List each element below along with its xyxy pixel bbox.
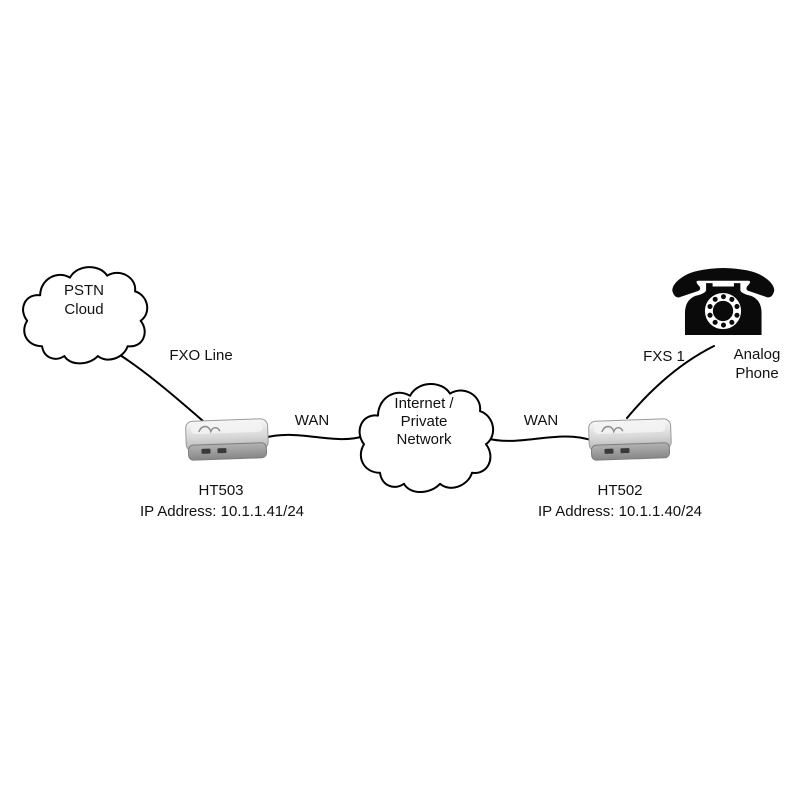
internet-cloud-label: Internet / Private Network: [394, 395, 454, 448]
wan-right-connector: [485, 435, 595, 442]
wan-right-label: WAN: [523, 412, 559, 429]
device-logo-icon: [198, 425, 221, 434]
ht503-ip-label: IP Address: 10.1.1.41/24: [139, 503, 305, 520]
internet-cloud-shape: [360, 384, 494, 492]
fxs-line-connector: [626, 345, 715, 419]
ht502-device-icon: [588, 418, 672, 461]
ht503-device-icon: [185, 418, 269, 461]
fxo-line-label: FXO Line: [169, 347, 233, 364]
device-top-sheen: [593, 421, 666, 435]
device-port-slot: [604, 448, 614, 454]
analog-phone-icon: ☎: [666, 250, 781, 357]
wan-left-label: WAN: [294, 412, 330, 429]
device-logo-icon: [601, 425, 624, 434]
pstn-cloud-label: PSTN Cloud: [63, 282, 105, 318]
fxs-line-label: FXS 1: [643, 348, 685, 365]
device-port-slot: [217, 448, 227, 454]
device-port-slot: [201, 448, 211, 454]
device-front-face: [590, 442, 671, 461]
ht502-name-label: HT502: [597, 482, 643, 499]
device-front-face: [187, 442, 268, 461]
ht502-ip-label: IP Address: 10.1.1.40/24: [537, 503, 703, 520]
ht503-name-label: HT503: [198, 482, 244, 499]
fxo-line-connector: [119, 354, 204, 422]
analog-phone-label: Analog Phone: [733, 346, 781, 382]
pstn-cloud-shape: [23, 267, 147, 363]
device-top-sheen: [190, 421, 263, 435]
device-port-slot: [620, 448, 630, 454]
wan-left-connector: [263, 433, 365, 441]
